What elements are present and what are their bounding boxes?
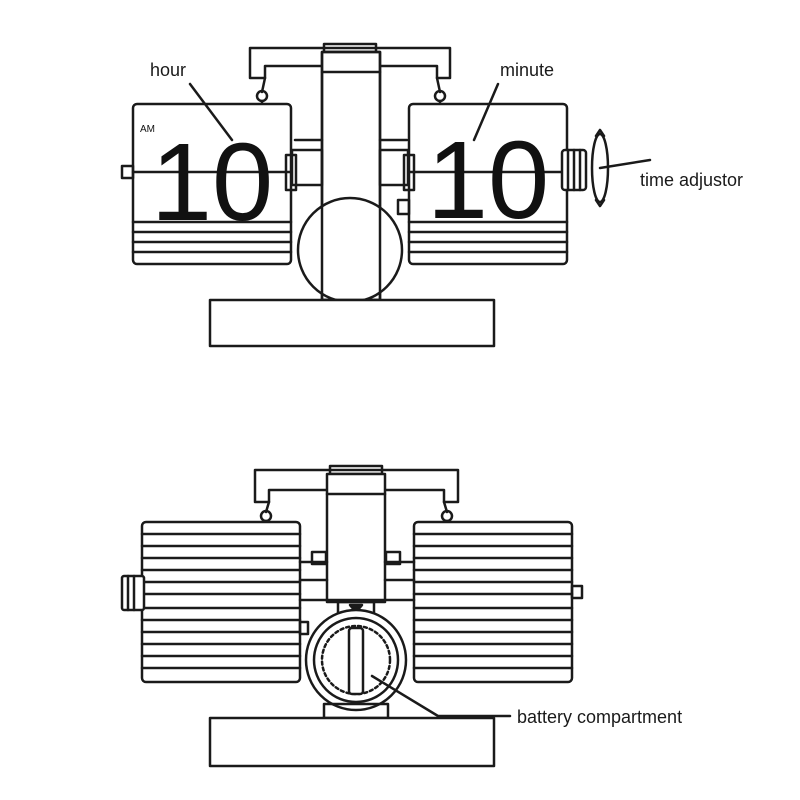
front-hour-drum bbox=[120, 102, 298, 266]
battery-leader-line bbox=[370, 674, 512, 718]
battery-compartment bbox=[304, 608, 408, 720]
front-center-column bbox=[290, 50, 410, 304]
back-center-column bbox=[298, 472, 416, 618]
time-adjustor-label: time adjustor bbox=[640, 170, 743, 190]
back-left-drum bbox=[120, 520, 310, 684]
front-base bbox=[208, 298, 496, 348]
am-indicator: AM bbox=[140, 124, 155, 135]
hour-label: hour bbox=[150, 60, 186, 80]
hour-digits: 10 bbox=[151, 121, 273, 244]
back-right-drum bbox=[412, 520, 584, 684]
front-minute-drum bbox=[396, 102, 569, 266]
battery-compartment-label: battery compartment bbox=[517, 707, 682, 727]
time-adjustor-knob bbox=[560, 128, 610, 208]
time-adjustor-leader-line bbox=[598, 158, 652, 170]
minute-label: minute bbox=[500, 60, 554, 80]
hour-leader-line bbox=[188, 82, 234, 142]
minute-leader-line bbox=[472, 82, 500, 142]
minute-digits: 10 bbox=[427, 119, 549, 242]
back-view bbox=[120, 464, 584, 768]
front-view bbox=[120, 42, 652, 348]
back-base bbox=[208, 716, 496, 768]
